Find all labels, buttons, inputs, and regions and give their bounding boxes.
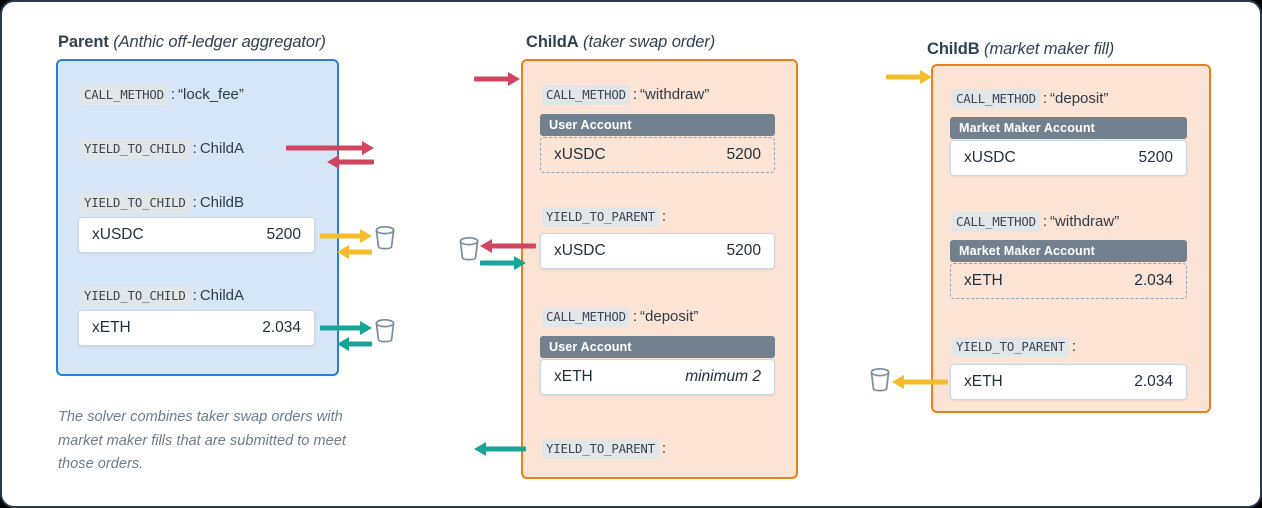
childb-row-1-instruction: CALL_METHOD:“withdraw” [952, 212, 1120, 232]
parent-resource-xusdc-amount: 5200 [266, 226, 301, 243]
childb-row-0-instruction: CALL_METHOD:“deposit” [952, 89, 1109, 109]
childb-resource-xusdc-deposit: xUSDC 5200 [950, 140, 1187, 176]
childa-resource-xusdc-withdraw-name: xUSDC [554, 146, 606, 163]
childa-resource-xeth-deposit-amount: minimum 2 [685, 368, 761, 385]
childa-resource-xusdc-yield: xUSDC 5200 [540, 233, 775, 269]
childa-row-0-value: “withdraw” [640, 86, 710, 103]
childa-row-3-keyword: YIELD_TO_PARENT [542, 439, 659, 459]
parent-resource-xeth-amount: 2.034 [262, 319, 301, 336]
parent-row-1-instruction: YIELD_TO_CHILD:ChildA [80, 139, 244, 159]
childb-title-italic: (market maker fill) [984, 40, 1115, 58]
parent-resource-xeth-name: xETH [92, 319, 131, 336]
childb-resource-xeth-withdraw-amount: 2.034 [1134, 272, 1173, 289]
parent-row-1-value: ChildA [199, 140, 244, 157]
childa-resource-xeth-deposit-name: xETH [554, 368, 593, 385]
bucket-icon [375, 225, 395, 250]
bucket-icon [375, 318, 395, 343]
bucket-icon [870, 367, 890, 392]
childa-row-1-instruction: YIELD_TO_PARENT: [542, 207, 667, 227]
parent-row-2-instruction: YIELD_TO_CHILD:ChildB [80, 193, 244, 213]
childb-resource-xeth-withdraw-name: xETH [964, 272, 1003, 289]
parent-row-3-instruction: YIELD_TO_CHILD:ChildA [80, 286, 244, 306]
childb-row-1-keyword: CALL_METHOD [952, 212, 1040, 232]
childb-resource-xusdc-deposit-amount: 5200 [1138, 149, 1173, 166]
parent-column-title: Parent (Anthic off-ledger aggregator) [58, 33, 326, 52]
bucket-icon [459, 236, 479, 261]
childb-resource-xeth-withdraw: xETH 2.034 [950, 263, 1187, 299]
childa-row-0-keyword: CALL_METHOD [542, 85, 630, 105]
parent-row-0-instruction: CALL_METHOD:“lock_fee” [80, 85, 244, 105]
childa-row-0-separator: : [632, 86, 638, 103]
childb-row-2-instruction: YIELD_TO_PARENT: [952, 337, 1077, 357]
childb-column-title: ChildB (market maker fill) [927, 40, 1114, 59]
childb-row-0-separator: : [1042, 90, 1048, 107]
parent-row-3-value: ChildA [199, 287, 244, 304]
childb-account-header-1: Market Maker Account [950, 240, 1187, 262]
childb-row-1-separator: : [1042, 213, 1048, 230]
parent-row-0-keyword: CALL_METHOD [80, 85, 168, 105]
childb-row-2-keyword: YIELD_TO_PARENT [952, 337, 1069, 357]
childb-row-1-value: “withdraw” [1050, 213, 1120, 230]
parent-resource-xeth: xETH 2.034 [78, 310, 315, 346]
childa-row-2-instruction: CALL_METHOD:“deposit” [542, 307, 699, 327]
parent-caption: The solver combines taker swap orders wi… [58, 409, 346, 473]
childa-row-2-keyword: CALL_METHOD [542, 307, 630, 327]
childb-row-2-separator: : [1071, 338, 1077, 355]
childa-resource-xusdc-withdraw-amount: 5200 [726, 146, 761, 163]
parent-row-2-value: ChildB [199, 194, 244, 211]
childa-resource-xusdc-withdraw: xUSDC 5200 [540, 137, 775, 173]
parent-row-1-separator: : [192, 140, 197, 157]
parent-row-3-keyword: YIELD_TO_CHILD [80, 286, 190, 306]
childa-title-italic: (taker swap order) [583, 33, 716, 51]
childb-resource-xeth-yield: xETH 2.034 [950, 364, 1187, 400]
childb-account-header-0: Market Maker Account [950, 117, 1187, 139]
childa-resource-xeth-deposit: xETH minimum 2 [540, 359, 775, 395]
parent-resource-xusdc: xUSDC 5200 [78, 217, 315, 253]
parent-resource-xusdc-name: xUSDC [92, 226, 144, 243]
childa-row-1-separator: : [661, 208, 667, 225]
childb-resource-xeth-yield-amount: 2.034 [1134, 373, 1173, 390]
parent-row-2-keyword: YIELD_TO_CHILD [80, 193, 190, 213]
childa-title-bold: ChildA [526, 33, 579, 51]
childa-row-3-instruction: YIELD_TO_PARENT: [542, 439, 667, 459]
childb-row-0-value: “deposit” [1050, 90, 1109, 107]
parent-title-italic: (Anthic off-ledger aggregator) [113, 33, 326, 51]
parent-row-1-keyword: YIELD_TO_CHILD [80, 139, 190, 159]
childa-row-2-separator: : [632, 308, 638, 325]
parent-row-2-separator: : [192, 194, 197, 211]
childa-resource-xusdc-yield-amount: 5200 [726, 242, 761, 259]
childb-row-0-keyword: CALL_METHOD [952, 89, 1040, 109]
childa-row-3-separator: : [661, 440, 667, 457]
childa-resource-xusdc-yield-name: xUSDC [554, 242, 606, 259]
childb-resource-xusdc-deposit-name: xUSDC [964, 149, 1016, 166]
parent-row-0-value: “lock_fee” [178, 86, 244, 103]
childb-resource-xeth-yield-name: xETH [964, 373, 1003, 390]
childa-account-header-0: User Account [540, 114, 775, 136]
childa-row-2-value: “deposit” [640, 308, 699, 325]
parent-row-3-separator: : [192, 287, 197, 304]
childa-row-0-instruction: CALL_METHOD:“withdraw” [542, 85, 710, 105]
childa-row-1-keyword: YIELD_TO_PARENT [542, 207, 659, 227]
childa-account-header-1: User Account [540, 336, 775, 358]
childb-title-bold: ChildB [927, 40, 980, 58]
parent-title-bold: Parent [58, 33, 109, 51]
childa-column-title: ChildA (taker swap order) [526, 33, 715, 52]
parent-row-0-separator: : [170, 86, 176, 103]
